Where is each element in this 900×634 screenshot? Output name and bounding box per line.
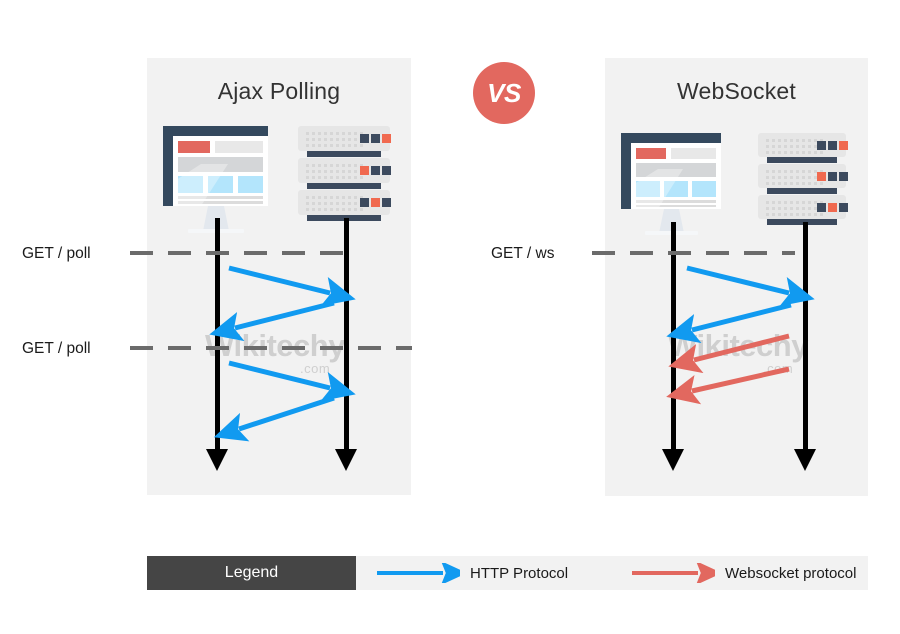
- left-message-4: [213, 395, 335, 442]
- right-server-lifeline: [803, 222, 808, 450]
- right-message-2: [666, 302, 792, 344]
- left-tick-dashline-2: [130, 346, 412, 350]
- right-server-rack-icon: [758, 133, 848, 225]
- right-message-3: [668, 333, 790, 374]
- left-client-lifeline-arrowhead: [206, 449, 228, 471]
- rack-vent-dots-1: [306, 132, 366, 150]
- legend-entry-http: HTTP Protocol: [375, 556, 568, 590]
- left-message-2: [209, 300, 335, 342]
- left-server-lifeline-arrowhead: [335, 449, 357, 471]
- rack-vent-dots-2: [766, 170, 826, 188]
- vs-badge: VS: [473, 62, 535, 124]
- right-message-1: [686, 265, 815, 307]
- legend-websocket-label: Websocket protocol: [725, 564, 857, 582]
- right-client-lifeline-arrowhead: [662, 449, 684, 471]
- legend-entry-websocket: Websocket protocol: [630, 556, 856, 590]
- legend: Legend HTTP Protocol: [147, 556, 868, 590]
- legend-http-arrow-icon: [377, 563, 460, 583]
- rack-vent-dots-2: [306, 164, 366, 182]
- right-tick-label-1: GET / ws: [491, 245, 555, 262]
- left-message-1: [228, 265, 356, 307]
- left-tick-label-1: GET / poll: [22, 245, 91, 262]
- legend-title: Legend: [147, 556, 356, 590]
- websocket-panel: WebSocket: [605, 58, 868, 496]
- legend-http-label: HTTP Protocol: [470, 564, 569, 582]
- vs-label: VS: [487, 78, 521, 108]
- right-tick-dashline-1: [592, 251, 795, 255]
- panel-title-right: WebSocket: [677, 78, 796, 104]
- left-server-lifeline: [344, 218, 349, 450]
- legend-websocket-arrow-icon: [632, 563, 715, 583]
- left-message-3: [228, 360, 356, 402]
- left-tick-dashline-1: [130, 251, 352, 255]
- left-tick-label-2: GET / poll: [22, 340, 91, 357]
- right-message-4: [666, 366, 790, 405]
- panel-title-left: Ajax Polling: [217, 78, 341, 104]
- rack-vent-dots-3: [306, 196, 366, 214]
- right-server-lifeline-arrowhead: [794, 449, 816, 471]
